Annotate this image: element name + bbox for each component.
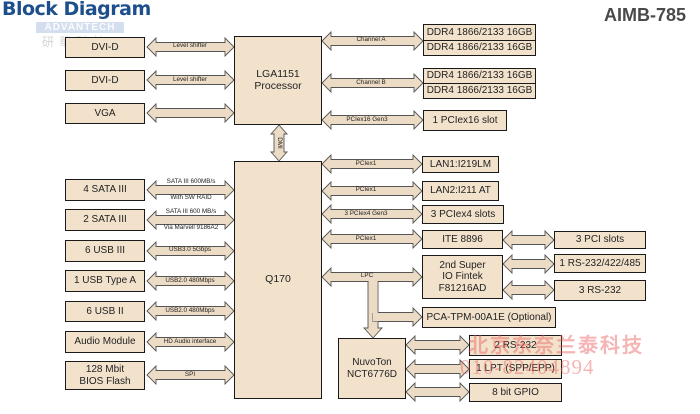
dvi-d-2-block: DVI-D [65, 70, 145, 91]
lpc-joint-0 [368, 281, 378, 313]
cpu-block: LGA1151 Processor [234, 36, 322, 125]
link-label-ite: PCIex1 [355, 234, 377, 242]
arrow-lpc-to-tpm [372, 306, 423, 328]
ddr4-dimm-b1: DDR4 1866/2133 16GB [423, 68, 536, 84]
link-label-lan1: PCIex1 [355, 159, 377, 167]
arrow-vga [146, 102, 235, 124]
link-label-usb-a: USB2.0 480Mbps [165, 276, 215, 284]
ddr4-dimm-b2: DDR4 1866/2133 16GB [423, 83, 536, 99]
arrow-fintek-rs485 [502, 253, 555, 275]
dvi-d-1-block: DVI-D [65, 37, 145, 58]
sata2-block: 2 SATA III [65, 209, 145, 231]
link-label-usb2: USB2.0 480Mbps [165, 306, 215, 314]
link-label-dvi2: Level shifter [173, 75, 207, 83]
link-label-sata4-bottom: With SW RAID [170, 193, 212, 201]
sata4-block: 4 SATA III [65, 179, 145, 201]
superio-fintek-block: 2nd Super IO Fintek F81216AD [422, 255, 503, 299]
rs232-2port-block: 2 RS-232 [469, 335, 562, 356]
link-label-usb3: USB3.0 5Gbps [168, 245, 212, 253]
ddr4-dimm-a2: DDR4 1866/2133 16GB [423, 40, 536, 56]
pcie4-slots-block: 3 PCIex4 slots [422, 205, 504, 224]
pch-block: Q170 [234, 161, 322, 399]
arrow-nuvoton-rs232 [405, 334, 470, 356]
model-name: AIMB-785 [603, 5, 686, 25]
usb-type-a-block: 1 USB Type A [65, 270, 145, 292]
link-label-sata2-bottom: Via Marvell 9186A2 [163, 223, 219, 231]
link-label-sata4-top: SATA III 600MB/s [166, 177, 216, 185]
usb2-block: 6 USB II [65, 301, 145, 322]
link-label-lan2: PCIex1 [355, 185, 377, 193]
link-label-channel-a: Channel A [356, 35, 386, 43]
arrow-nuvoton-gpio [405, 381, 470, 403]
arrow-nuvoton-lpt [405, 358, 470, 380]
lan1-block: LAN1:I219LM [422, 156, 499, 173]
pcie16-slot-block: 1 PCIex16 slot [423, 110, 507, 131]
link-label-dvi1: Level shifter [173, 41, 207, 49]
link-label-pcie16: PCIex16 Gen3 [346, 115, 388, 123]
tpm-module-block: PCA-TPM-00A1E (Optional) [422, 307, 556, 328]
vga-block: VGA [65, 103, 145, 124]
page-title: Block Diagram [2, 0, 151, 20]
gpio-block: 8 bit GPIO [469, 383, 562, 402]
lan2-block: LAN2:I211 AT [422, 181, 499, 201]
lpc-joint-1 [373, 312, 378, 322]
advantech-watermark: ADVANTECH [36, 22, 124, 33]
ddr4-dimm-a1: DDR4 1866/2133 16GB [423, 24, 536, 41]
ite-bridge-block: ITE 8896 [422, 230, 503, 249]
superio-nuvoton-block: NuvoTon NCT6776D [338, 338, 406, 399]
link-label-pcie4: 3 PCIex4 Gen3 [344, 209, 388, 217]
link-label-sata2-top: SATA III 600 MB/s [165, 207, 217, 215]
audio-module-block: Audio Module [65, 331, 145, 353]
link-label-spi: SPI [184, 370, 196, 378]
rs232-422-485-block: 1 RS-232/422/485 [554, 254, 646, 273]
arrow-ite-pci [502, 229, 555, 251]
link-label-lpc: LPC [360, 271, 374, 279]
link-label-dmi: DMI [276, 137, 284, 149]
bios-flash-block: 128 Mbit BIOS Flash [65, 361, 145, 390]
link-label-channel-b: Channel B [356, 78, 386, 86]
usb3-block: 6 USB III [65, 240, 145, 262]
lpt-block: 1 LPT (SPP/EPP) [469, 359, 562, 379]
link-label-audio: HD Audio interface [163, 337, 217, 345]
pci-slots-block: 3 PCI slots [554, 231, 646, 249]
rs232-3port-block: 3 RS-232 [554, 280, 646, 301]
arrow-fintek-rs232 [502, 279, 555, 301]
